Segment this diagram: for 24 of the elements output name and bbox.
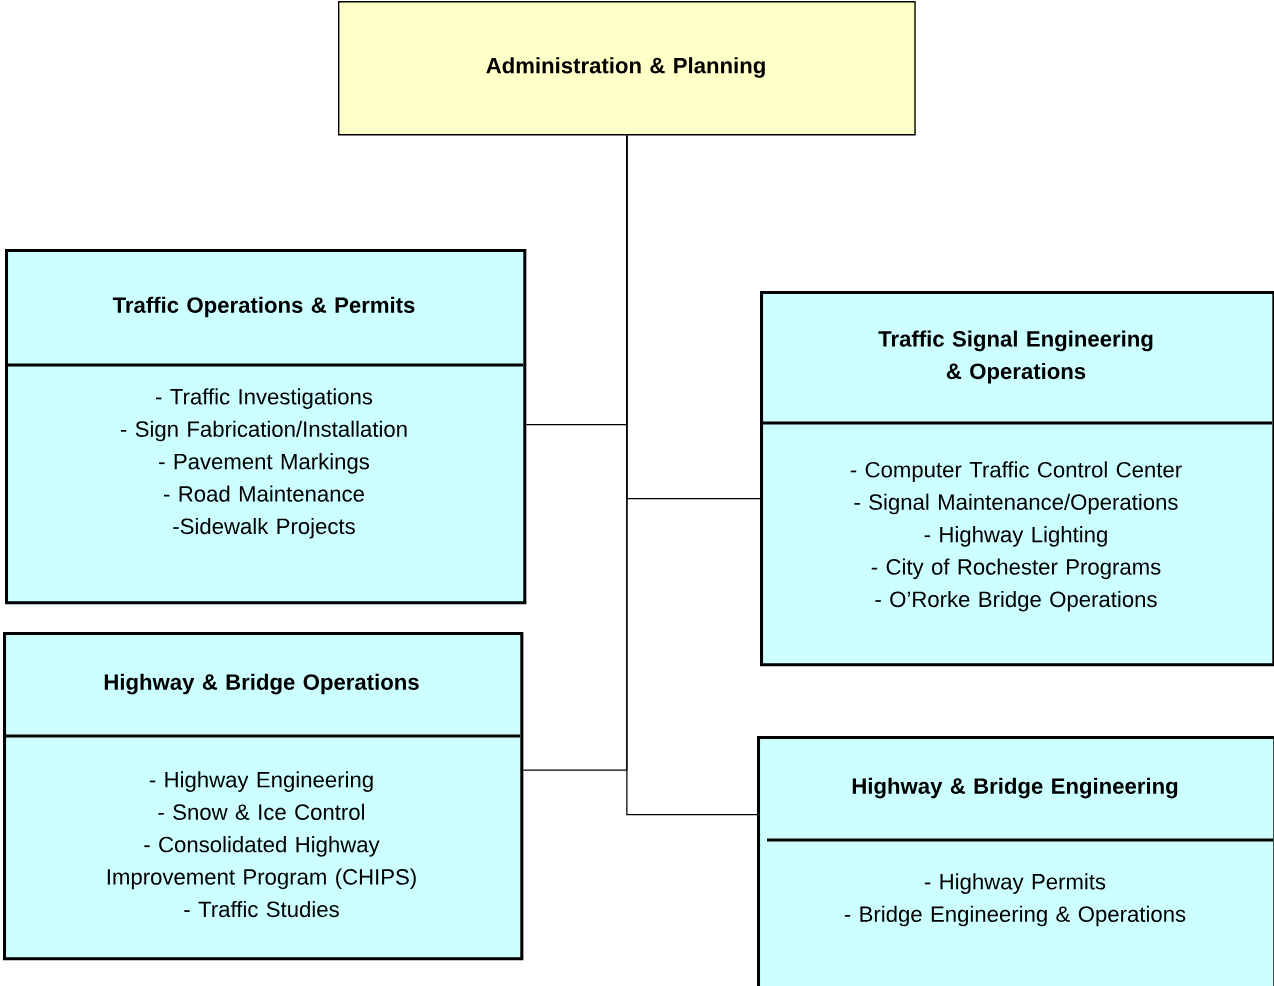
node-label: - Consolidated Highway Improvement Program (CHIPS) bbox=[107, 836, 416, 890]
node-label: - Road Maintenance bbox=[164, 485, 364, 502]
node-label: - Traffic Investigations bbox=[156, 388, 373, 409]
box-heading: Highway & Bridge Engineering bbox=[852, 777, 1178, 799]
duty-list: - Traffic Investigations - Sign Fabrication/Installation - Pavement Markings - Road Maintenance -Sidewalk Projects bbox=[120, 388, 407, 539]
duty-list: - Highway Permits - Bridge Engineering & Operations bbox=[844, 873, 1186, 927]
node-label: - Traffic Studies bbox=[184, 900, 339, 918]
box-heading: Traffic Signal Engineering & Operations bbox=[878, 330, 1153, 384]
connector-line bbox=[626, 134, 758, 816]
box-heading: Traffic Operations & Permits bbox=[112, 296, 415, 318]
node-label: - Signal Maintenance/Operations bbox=[854, 493, 1178, 515]
duty-list: - Computer Traffic Control Center - Signal Maintenance/Operations - Highway Lighting - City of Rochester Programs - O’Rorke Bridge Operations bbox=[850, 461, 1182, 612]
node-label: - Computer Traffic Control Center bbox=[850, 461, 1182, 482]
duty-list: - Highway Engineering - Snow & Ice Control - Consolidated Highway Improvement Program (CHIPS) - Traffic Studies bbox=[107, 771, 416, 918]
node-label: - Snow & Ice Control bbox=[158, 803, 365, 820]
node-label: - Highway Engineering bbox=[149, 771, 373, 792]
box-heading: Highway & Bridge Operations bbox=[104, 673, 419, 695]
node-label: - City of Rochester Programs bbox=[871, 558, 1161, 580]
box-heading: Administration & Planning bbox=[486, 57, 765, 78]
node-label: - Pavement Markings bbox=[159, 453, 370, 474]
node-label: - Highway Lighting bbox=[924, 526, 1107, 547]
node-label: - O’Rorke Bridge Operations bbox=[875, 590, 1157, 612]
node-label: - Sign Fabrication/Installation bbox=[120, 420, 407, 442]
node-label: -Sidewalk Projects bbox=[173, 517, 355, 539]
